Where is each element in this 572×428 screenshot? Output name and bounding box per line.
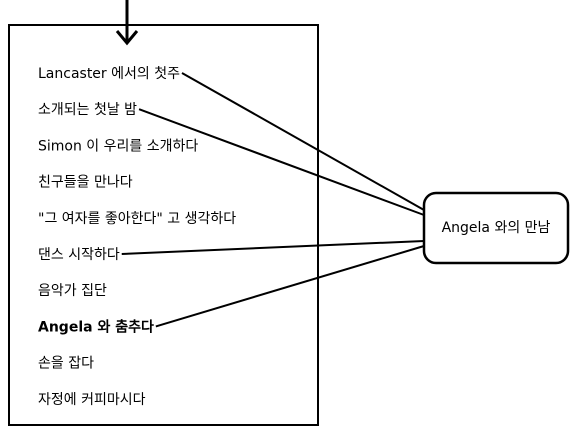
target-box: Angela 와의 만남	[422, 191, 570, 265]
list-item: 손을 잡다	[38, 356, 94, 372]
connector-line	[121, 240, 425, 255]
connector-line	[138, 108, 425, 216]
connector-lines	[121, 72, 425, 328]
list-item: Angela 와 춤추다	[38, 318, 154, 335]
list-item: Lancaster 에서의 첫주	[38, 66, 180, 82]
connector-line	[181, 72, 425, 211]
list-item: 자정에 커피마시다	[38, 392, 146, 408]
list-item: Simon 이 우리를 소개하다	[38, 138, 198, 154]
list-item: 친구들을 만나다	[38, 175, 133, 191]
target-box-frame	[422, 191, 570, 265]
connector-line	[155, 245, 425, 328]
list-item: 댄스 시작하다	[38, 247, 120, 263]
target-box-label: Angela 와의 만남	[442, 220, 551, 236]
list-frame	[8, 24, 319, 426]
list-item: 음악가 집단	[38, 283, 107, 299]
list-item: "그 여자를 좋아한다" 고 생각하다	[38, 211, 236, 227]
down-arrow-icon	[115, 0, 139, 46]
list-item: 소개되는 첫날 밤	[38, 102, 137, 118]
